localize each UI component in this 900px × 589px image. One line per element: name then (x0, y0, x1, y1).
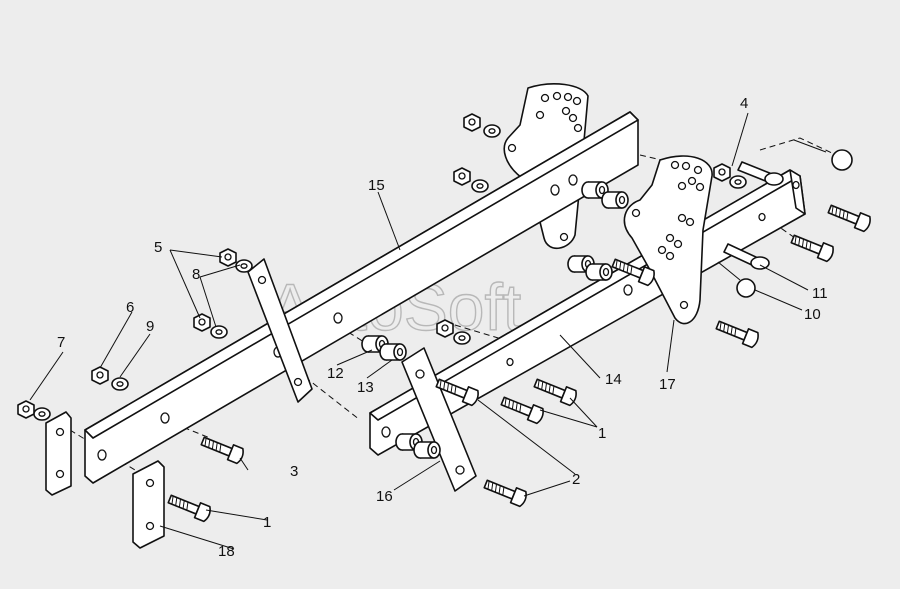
beam-14-holes (381, 180, 800, 438)
label-13: 13 (357, 379, 374, 396)
beam-14-end-face (789, 169, 806, 215)
label-3: 3 (290, 463, 298, 480)
label-17: 17 (659, 376, 676, 393)
nut-5-upper (219, 248, 237, 267)
plate-17-holes (631, 160, 705, 310)
nut-rear-top (463, 113, 481, 132)
nut-7 (17, 400, 35, 419)
plate-16-hole-bottom (455, 465, 465, 475)
bolt-3 (198, 432, 246, 466)
beam-15-top-face (84, 111, 639, 439)
clip-10 (717, 261, 756, 298)
nut-center (436, 319, 454, 338)
bolt-2-lower (481, 475, 529, 509)
bolt-1-right-a (531, 374, 579, 408)
bolt-beam-end-upper (825, 200, 873, 234)
plate-7-hole-top (55, 427, 65, 437)
label-6: 6 (126, 299, 134, 316)
bolt-1-lower (165, 490, 213, 524)
bolt-beam-end (788, 230, 836, 264)
label-10: 10 (804, 306, 821, 323)
label-4: 4 (740, 95, 748, 112)
label-18: 18 (218, 543, 235, 560)
label-11: 11 (812, 285, 828, 302)
label-15: 15 (368, 177, 385, 194)
plate-18-hole-bottom (145, 521, 155, 531)
bushing-mid-b (585, 263, 613, 281)
nut-5-lower (193, 313, 211, 332)
washer-4 (729, 175, 747, 189)
bolt-plate-17-lower (713, 316, 761, 350)
washer-8-lower (210, 325, 228, 339)
plate-8-hole-top (257, 275, 267, 285)
washer-7 (33, 407, 51, 421)
label-9: 9 (146, 318, 154, 335)
plate-16-hole-top (415, 369, 425, 379)
callout-labels: 5 8 6 9 7 15 12 13 3 1 18 16 2 1 14 17 4… (57, 95, 828, 560)
washer-rear-top (483, 124, 501, 138)
nut-rear-mid (453, 167, 471, 186)
label-7: 7 (57, 334, 65, 351)
plate-8-hole-bottom (293, 377, 303, 387)
rear-plate-holes (507, 91, 583, 242)
pin-11 (723, 243, 770, 270)
label-12: 12 (327, 365, 344, 382)
small-plate-7 (45, 411, 72, 496)
label-8: 8 (192, 266, 200, 283)
washer-rear-mid (471, 179, 489, 193)
upper-pin-with-ring (737, 139, 853, 186)
label-1-lower: 1 (263, 514, 271, 531)
washer-center (453, 331, 471, 345)
bolt-1-right-b (498, 392, 546, 426)
label-5: 5 (154, 239, 162, 256)
bushing-13 (379, 343, 407, 361)
label-1-right: 1 (598, 425, 606, 442)
plate-18-hole-top (145, 478, 155, 488)
plate-7-hole-bottom (55, 469, 65, 479)
label-14: 14 (605, 371, 622, 388)
small-plate-18 (132, 460, 165, 549)
washer-9 (111, 377, 129, 391)
bushing-upper-b (601, 191, 629, 209)
nut-6 (91, 366, 109, 385)
label-2: 2 (572, 471, 580, 488)
bushing-lower-b (413, 441, 441, 459)
nut-4 (713, 163, 731, 182)
label-16: 16 (376, 488, 393, 505)
leader-lines (29, 112, 809, 550)
bracket-plate-8 (247, 258, 313, 403)
